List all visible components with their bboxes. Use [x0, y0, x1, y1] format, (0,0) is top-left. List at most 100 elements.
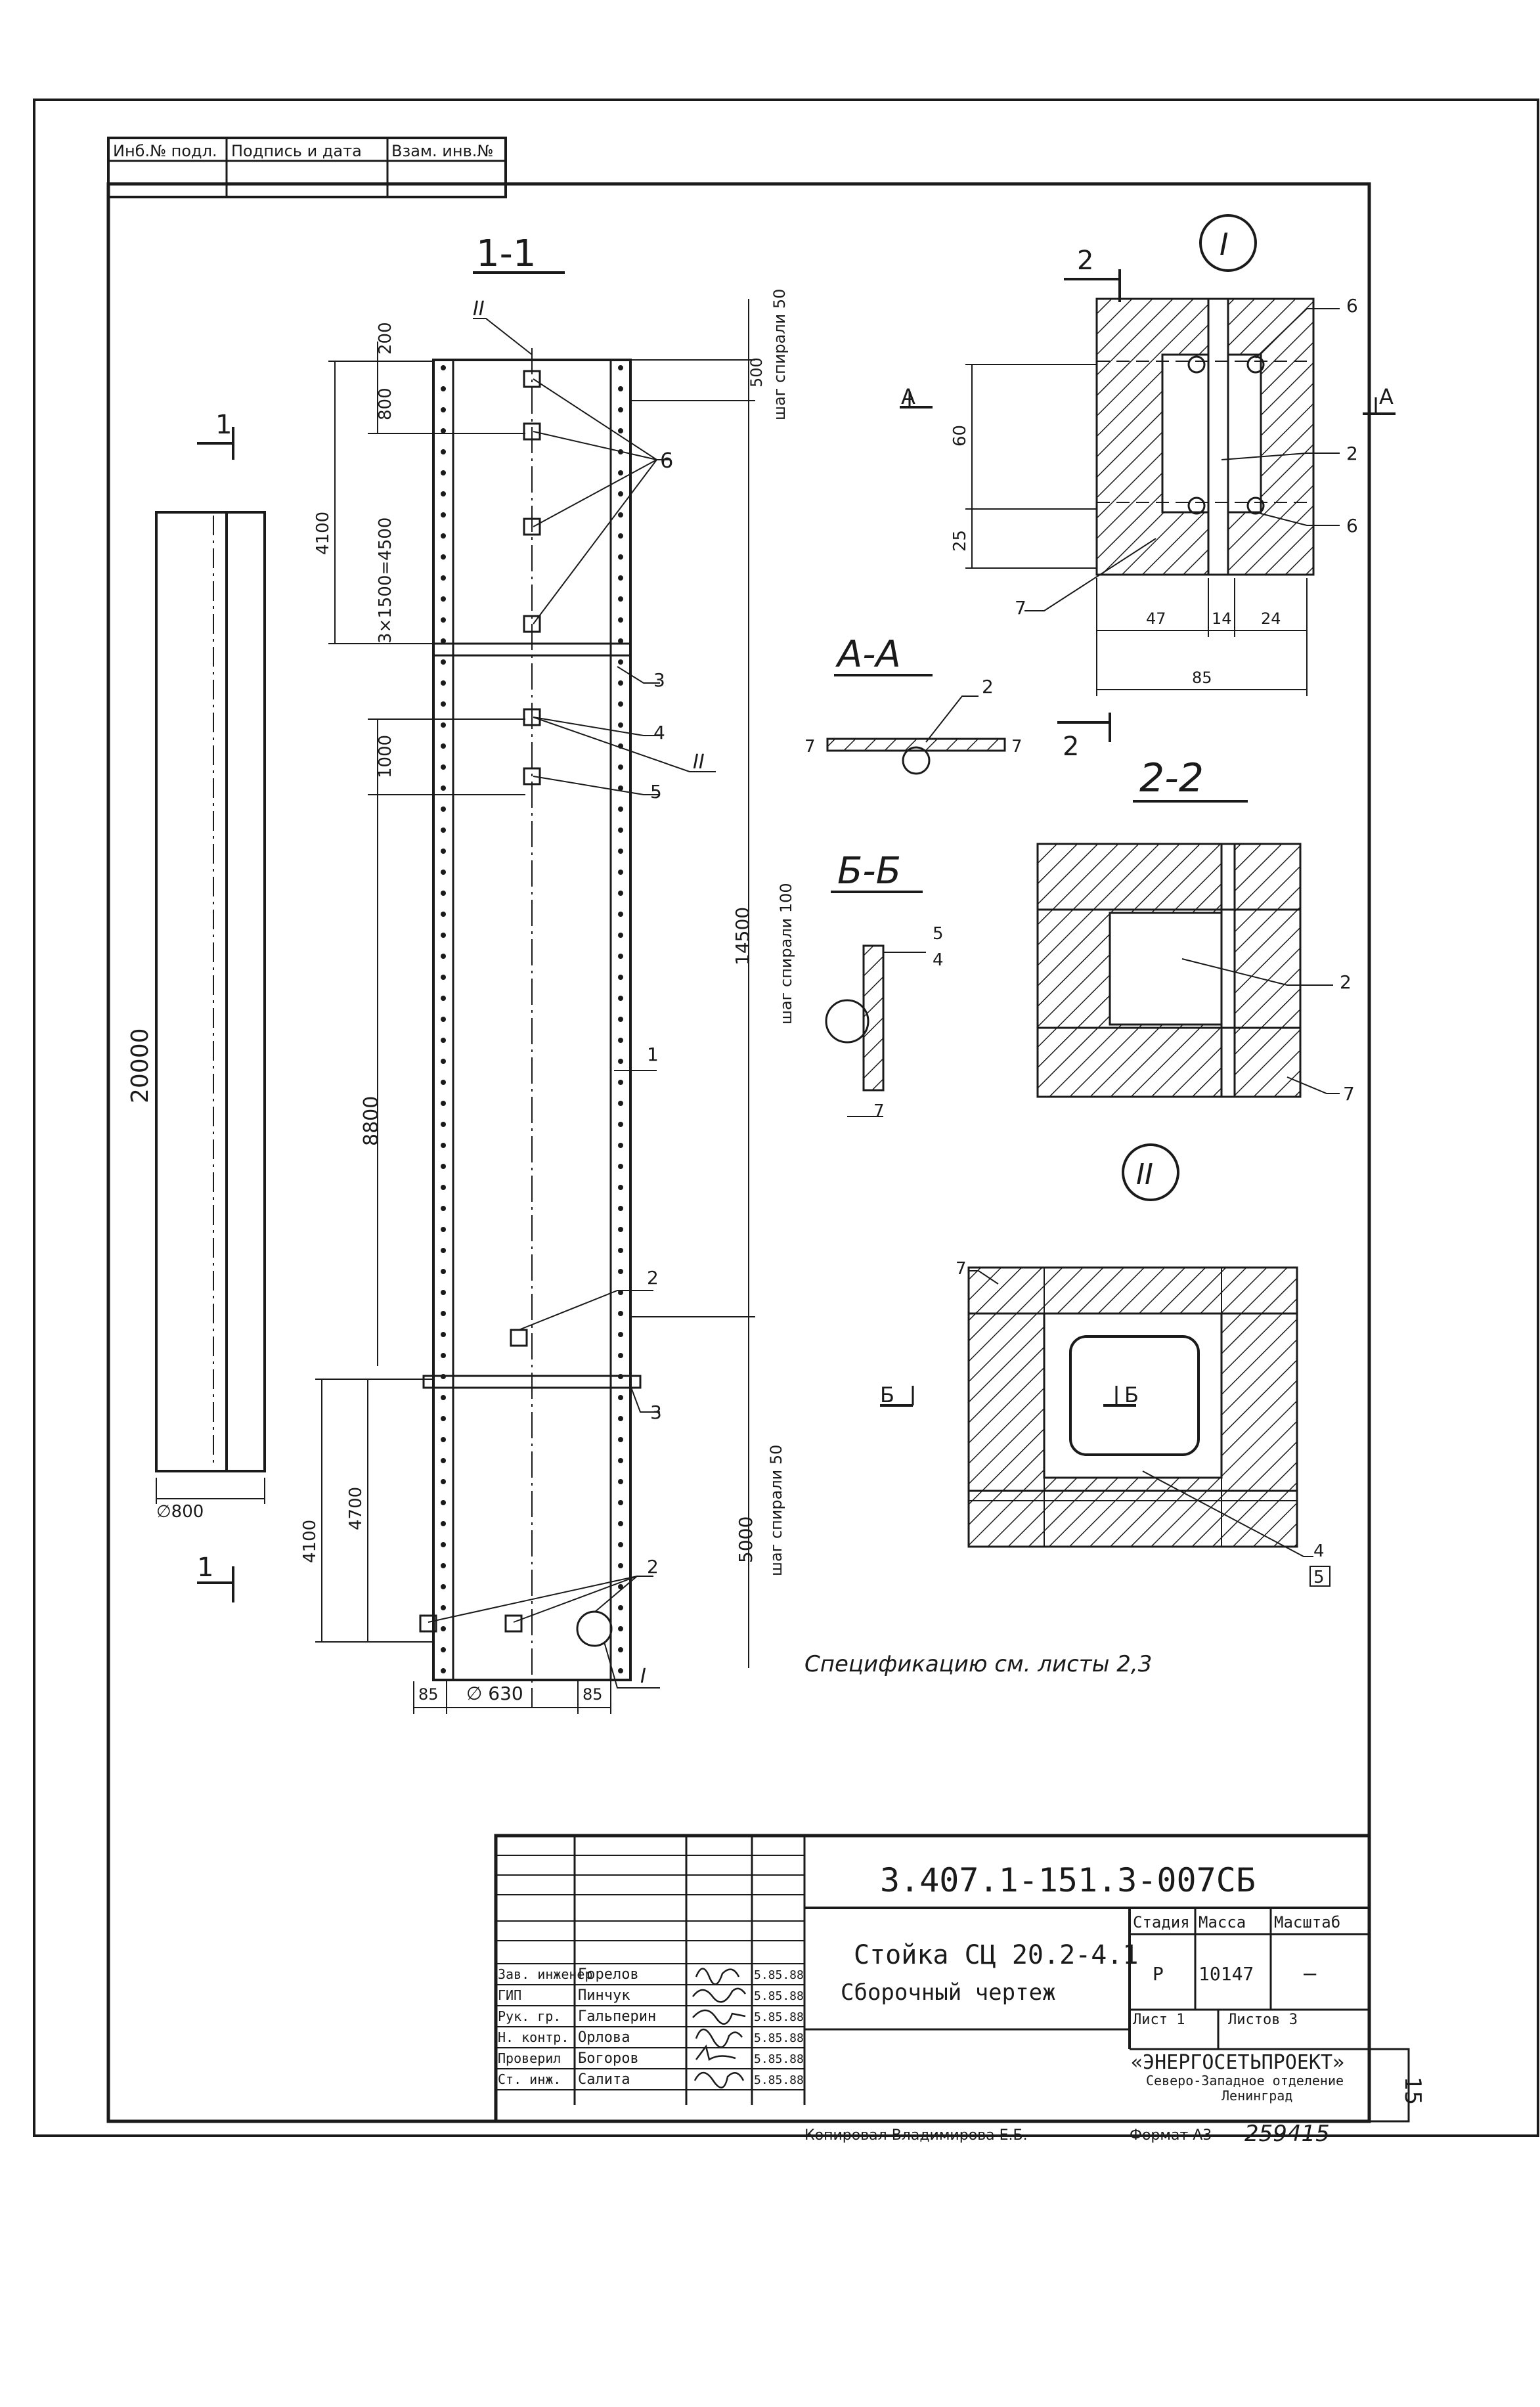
callout-I: I [640, 1665, 646, 1688]
callout-II: II [473, 298, 485, 320]
mass-value: 10147 [1199, 1963, 1254, 1985]
spiral-dot [441, 1521, 446, 1526]
spiral-dot [441, 428, 446, 433]
detail-II: II Б Б 7 4 5 [880, 1143, 1331, 1587]
name-3: Орлова [578, 2029, 630, 2046]
elevation-length: 20000 [127, 1028, 154, 1103]
spiral-dot [618, 386, 623, 391]
spiral-dot [618, 1395, 623, 1400]
spiral-dot [618, 1143, 623, 1148]
outer-frame [33, 99, 1539, 2137]
spiral-dot [441, 1353, 446, 1358]
spiral-dot [618, 870, 623, 875]
spiral-dot [618, 764, 623, 770]
dim-4100-bottom: 4100 [300, 1520, 320, 1563]
top-stamp: Инб.№ подл. Подпись и дата Взам. инв.№ [107, 137, 507, 198]
spiral-dot [441, 575, 446, 581]
dim-3x1500: 3×1500=4500 [376, 518, 395, 644]
dim-25: 25 [950, 530, 970, 552]
spiral-dot [618, 1668, 623, 1673]
spiral-dot [441, 743, 446, 749]
spiral-dot [441, 1164, 446, 1169]
section-2-2: 2 2-2 2 7 [1036, 713, 1355, 1105]
role-0: Зав. инженер [498, 1966, 593, 1982]
name-2: Гальперин [578, 2008, 656, 2025]
spiral-dot [618, 1437, 623, 1442]
section-2-2-cut: 2 [1063, 732, 1079, 762]
spiral-dot [618, 912, 623, 917]
name-line2: Сборочный чертеж [841, 1979, 1056, 2006]
spiral-dot [441, 407, 446, 412]
name-line1: Стойка СЦ 20.2-4.1 [854, 1940, 1138, 1970]
spiral-dot [441, 1017, 446, 1022]
name-4: Богоров [578, 2050, 639, 2067]
detail-I-callout-2: 2 [1346, 443, 1358, 464]
spiral-dot [618, 806, 623, 812]
stamp-col2: Подпись и дата [231, 142, 362, 160]
organization-sub1: Северо-Западное отделение [1146, 2073, 1344, 2088]
role-5: Ст. инж. [498, 2071, 561, 2087]
stage-header: Стадия [1133, 1913, 1190, 1932]
spiral-dot [441, 1080, 446, 1085]
section-B-B: Б-Б 5 4 7 [825, 850, 944, 1121]
spiral-dot [441, 1332, 446, 1337]
date-0: 5.85.88 [754, 1968, 804, 1982]
spiral-dot [618, 554, 623, 560]
dim-4100-top: 4100 [313, 512, 333, 555]
spiral-dot [441, 1479, 446, 1484]
organization: «ЭНЕРГОСЕТЬПРОЕКТ» [1131, 2051, 1344, 2074]
detail-II-callout-4: 4 [1313, 1541, 1325, 1561]
spiral-dot [441, 596, 446, 602]
spiral-dot [618, 533, 623, 539]
role-1: ГИП [498, 1987, 521, 2003]
spiral-dot [618, 891, 623, 896]
title-block: 3.407.1-151.3-007СБ Стойка СЦ 20.2-4.1 С… [494, 1834, 1371, 2123]
spiral-dot [618, 1017, 623, 1022]
spiral-dot [618, 1353, 623, 1358]
spiral-dot [441, 975, 446, 980]
side-page-number: 15 [1399, 2077, 1426, 2105]
dim-85-detail: 85 [1192, 669, 1212, 687]
elevation-diameter: ∅800 [156, 1502, 204, 1522]
detail-I-cut: 2 [1077, 246, 1093, 276]
spiral-dot [441, 533, 446, 539]
spiral-dot [618, 1269, 623, 1274]
spiral-dot [441, 386, 446, 391]
spiral-dot [618, 638, 623, 644]
dim-8800: 8800 [360, 1096, 383, 1146]
spiral-dot [441, 1647, 446, 1652]
stamp-col1: Инб.№ подл. [113, 142, 217, 160]
spiral-dot [618, 1605, 623, 1610]
footer-format: Формат А3 [1130, 2127, 1212, 2144]
spiral-dot [618, 1248, 623, 1253]
role-3: Н. контр. [498, 2029, 569, 2045]
spiral-dot [618, 659, 623, 665]
spiral-dot [441, 449, 446, 454]
detail-II-B-left: Б [880, 1382, 894, 1407]
spiral-dot [618, 1185, 623, 1190]
sheet-count: Листов 3 [1228, 2012, 1298, 2028]
dim-85-left: 85 [418, 1685, 439, 1704]
callout-6: 6 [660, 448, 673, 473]
section-A-A-callout-7a: 7 [804, 737, 816, 757]
scale-value: — [1304, 1960, 1317, 1985]
sheet-number: Лист 1 [1133, 2012, 1185, 2028]
callout-2a: 2 [647, 1267, 659, 1289]
spiral-dot [618, 975, 623, 980]
footer-inv: 259415 [1244, 2121, 1330, 2147]
spiral-dot [441, 870, 446, 875]
dim-630: ∅ 630 [466, 1683, 523, 1704]
pitch-bottom: шаг спирали 50 [767, 1445, 785, 1576]
detail-II-label: II [1136, 1158, 1153, 1191]
spiral-dot [618, 1038, 623, 1043]
section-A-A: А-А 2 7 7 [804, 633, 1023, 775]
detail-I-label: I [1220, 227, 1229, 262]
spiral-dot [618, 491, 623, 497]
spiral-dot [618, 1080, 623, 1085]
dim-4700: 4700 [346, 1487, 366, 1530]
spiral-dot [618, 407, 623, 412]
spiral-dot [441, 1395, 446, 1400]
name-5: Салита [578, 2071, 630, 2088]
spiral-dot [441, 996, 446, 1001]
